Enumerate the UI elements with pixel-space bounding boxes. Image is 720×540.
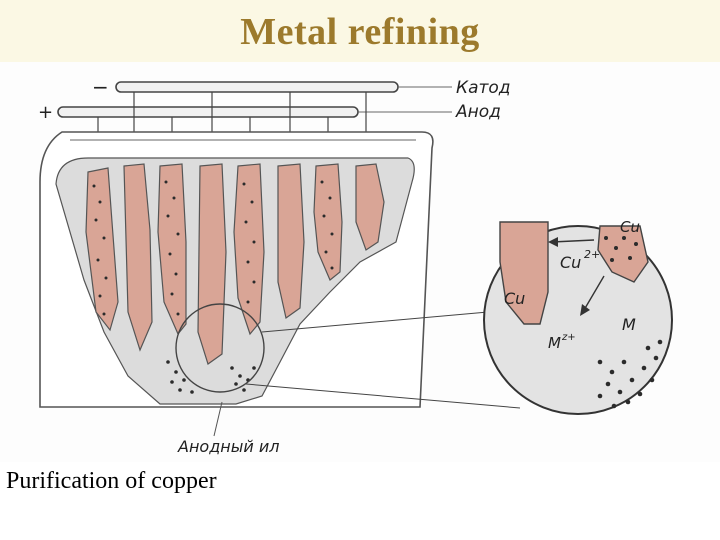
m-ion-charge: z+ <box>561 332 576 343</box>
magnified-view: Cu Cu Cu 2+ M z+ M <box>483 218 673 415</box>
cu-ion-arrow <box>551 239 595 243</box>
anode-impurities <box>92 180 334 316</box>
cathode-label: Катод <box>456 78 511 98</box>
magnified-sludge-dots <box>597 339 663 409</box>
sludge-leader <box>213 401 223 437</box>
zoom-connector-upper <box>261 311 489 333</box>
slide-title: Metal refining <box>240 11 480 53</box>
zoom-source-circle <box>175 303 265 393</box>
electrolysis-diagram: − + Катод Анод <box>0 62 720 462</box>
title-bar <box>0 0 720 62</box>
cu-anode-label: Cu <box>620 218 640 236</box>
anode-bar <box>57 106 359 118</box>
cu-ion-label: Cu <box>560 253 581 272</box>
cathode-sign: − <box>92 75 109 99</box>
anode-label: Анод <box>455 102 501 122</box>
anode-sign: + <box>38 102 53 123</box>
m-ion-label: M <box>548 334 561 352</box>
cathode-bar <box>115 81 399 93</box>
cu-cathode-label: Cu <box>504 289 525 308</box>
impurity-m-label: M <box>622 315 636 334</box>
m-ion-arrow <box>583 275 605 311</box>
magnified-cathode <box>499 221 549 325</box>
cu-ion-charge: 2+ <box>584 248 600 261</box>
zoom-connector-lower <box>245 383 521 409</box>
anode-sludge <box>166 360 256 394</box>
caption: Purification of copper <box>6 468 217 494</box>
electrodes <box>85 163 385 365</box>
magnified-anode-dots <box>604 236 638 262</box>
magnified-anode <box>597 225 649 283</box>
anode-sludge-label: Анодный ил <box>177 437 279 456</box>
